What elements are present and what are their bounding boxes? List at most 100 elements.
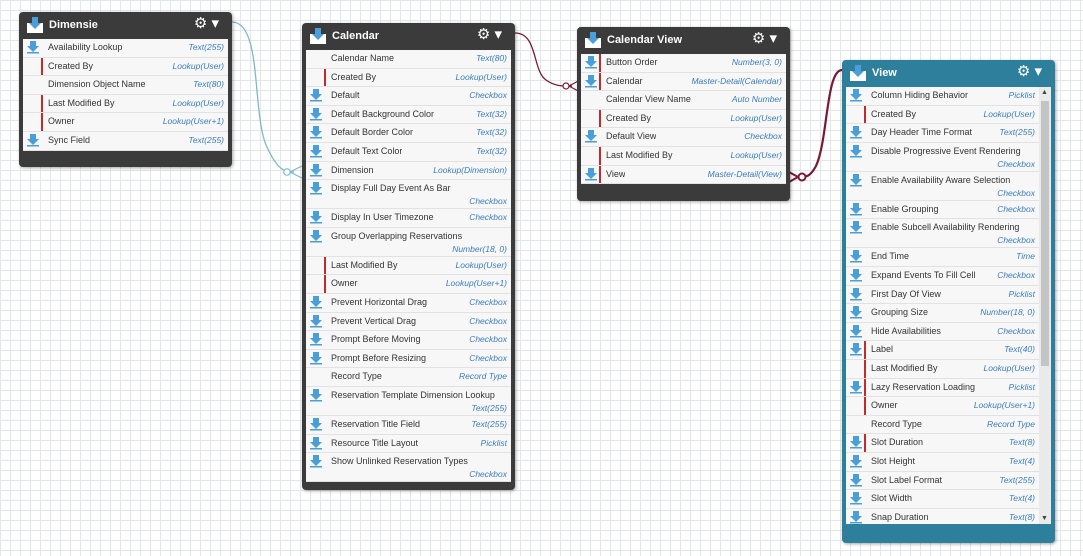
field-name: Calendar View Name (606, 94, 691, 105)
object-header[interactable]: Calendar View ⚙ ▾ (581, 27, 786, 54)
field-type: Checkbox (997, 269, 1035, 280)
field-type: Text(255) (471, 418, 507, 429)
gear-icon[interactable]: ⚙ ▾ (1016, 63, 1042, 80)
object-header[interactable]: Calendar ⚙ ▾ (306, 23, 511, 50)
master-detail-link-end-marker (797, 172, 807, 182)
field-type: Text(255) (999, 127, 1035, 138)
field-type: Lookup(User+1) (973, 400, 1035, 411)
scroll-down-icon[interactable]: ▼ (1041, 515, 1048, 522)
download-icon (584, 129, 598, 143)
download-icon (309, 163, 323, 177)
field-name: Prompt Before Resizing (331, 352, 427, 363)
field-row[interactable]: Slot Label Format Text(255) (846, 472, 1051, 491)
field-name: Last Modified By (48, 97, 115, 108)
gear-icon[interactable]: ⚙ ▾ (193, 15, 219, 32)
field-name: Resource Title Layout (331, 437, 419, 448)
scrollbar[interactable]: ▲ ▼ (1039, 87, 1051, 524)
scrollbar-thumb[interactable] (1041, 101, 1049, 366)
field-name: Group Overlapping Reservations (331, 230, 463, 241)
download-icon (309, 125, 323, 139)
download-icon (584, 167, 598, 181)
field-type: Checkbox (469, 90, 507, 101)
object-title: Dimensie (49, 19, 98, 31)
required-marker (864, 359, 866, 378)
gear-icon[interactable]: ⚙ ▾ (476, 26, 502, 43)
download-icon (309, 417, 323, 431)
gear-icon[interactable]: ⚙ ▾ (751, 30, 777, 47)
field-name: Default View (606, 131, 657, 142)
download-icon (849, 88, 863, 102)
object-header[interactable]: View ⚙ ▾ (846, 60, 1051, 87)
master-detail-link-view-calendar-view (799, 68, 843, 179)
object-header[interactable]: Dimensie ⚙ ▾ (23, 12, 228, 39)
field-name: Label (871, 344, 894, 355)
lookup-link-end-marker (283, 168, 291, 176)
field-name: Slot Label Format (871, 474, 943, 485)
required-marker (599, 109, 601, 128)
download-icon (849, 144, 863, 158)
field-type: Text(255) (999, 474, 1035, 485)
scroll-up-icon[interactable]: ▲ (1041, 89, 1048, 96)
